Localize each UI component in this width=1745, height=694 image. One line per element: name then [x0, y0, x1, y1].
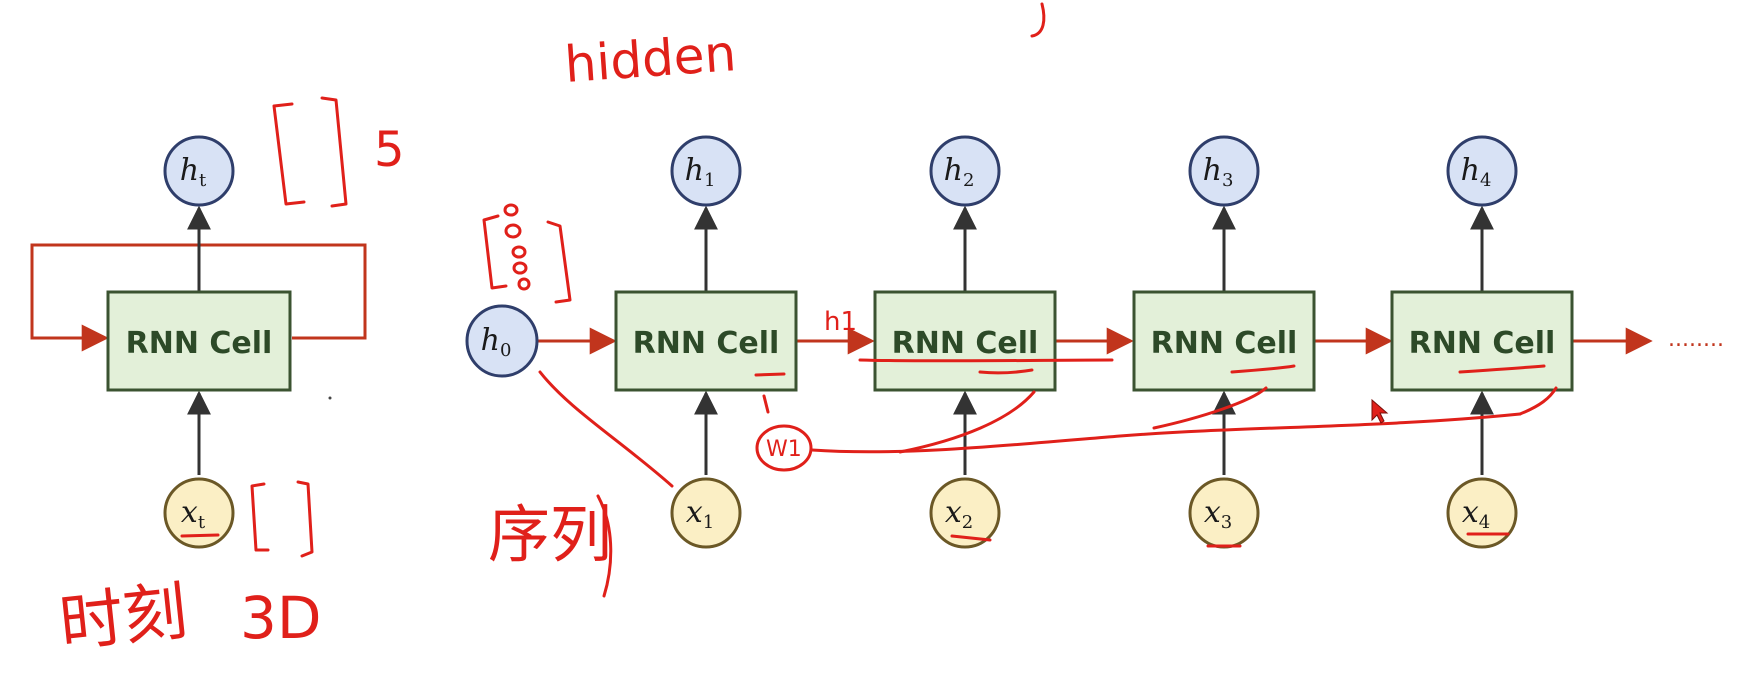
- unrolled-step-2: RNN Cell h2 x2: [873, 135, 1057, 549]
- hidden-node-4-label: h4: [1461, 153, 1492, 191]
- rnn-cell-2: [873, 290, 1057, 392]
- cell2-strike-line: [858, 358, 1114, 363]
- three-d-annotation: 3D: [240, 584, 322, 652]
- timestep-annotation: 时刻: [56, 575, 191, 662]
- cell4-underline: [1458, 364, 1546, 374]
- hidden-node-4: [1446, 135, 1518, 207]
- ht-vector-bracket: [272, 102, 306, 206]
- zero-1: [503, 203, 519, 217]
- shared-weight-to-cell3: [1152, 386, 1268, 430]
- folded-input-label: xt: [181, 495, 206, 533]
- sequence-annotation: 序列: [488, 498, 612, 571]
- h0-sequence-curve: [538, 370, 674, 488]
- rnn-cell-2-label: RNN Cell: [892, 326, 1039, 361]
- input-node-1-label: x1: [686, 495, 714, 533]
- rnn-cell-3-label: RNN Cell: [1151, 326, 1298, 361]
- folded-rnn-cell: [106, 290, 292, 392]
- continuation-dots: ........: [1668, 327, 1724, 352]
- unrolled-rnn: h0 ........ RNN Cell h1 x1: [465, 135, 1724, 549]
- folded-rnn: RNN Cell ht xt: [30, 135, 367, 549]
- xt-underline: [180, 533, 220, 538]
- input-node-4: [1446, 477, 1518, 549]
- zero-2: [504, 223, 522, 239]
- initial-hidden-node: [465, 304, 539, 378]
- shared-weight-to-cell2: [898, 390, 1036, 454]
- h0-zero-vector-bracket-right: [546, 220, 572, 304]
- h1-annotation: h1: [824, 307, 857, 337]
- cell2-underline: [978, 368, 1034, 375]
- hidden-node-3-label: h3: [1203, 153, 1234, 191]
- zero-4: [512, 261, 528, 275]
- folded-hidden-label: ht: [180, 153, 207, 191]
- input-node-1: [670, 477, 742, 549]
- xt-vector-bracket-right: [296, 480, 314, 558]
- size-five-annotation: 5: [374, 122, 405, 178]
- shared-weight-line-main: [810, 412, 1522, 454]
- input-node-3-label: x3: [1204, 495, 1232, 533]
- rnn-cell-1-label: RNN Cell: [633, 326, 780, 361]
- zero-3: [511, 245, 527, 259]
- input-node-2-label: x2: [945, 495, 973, 533]
- rnn-cell-3: [1132, 290, 1316, 392]
- x2-underline: [950, 534, 992, 542]
- cell1-underline: [754, 372, 786, 377]
- mouse-cursor-icon: [1371, 398, 1389, 424]
- w1-circle: [755, 424, 813, 472]
- folded-input-node: [163, 477, 235, 549]
- input-node-2: [929, 477, 1001, 549]
- rnn-cell-4: [1390, 290, 1574, 392]
- hidden-node-1: [670, 135, 742, 207]
- rnn-cell-4-label: RNN Cell: [1409, 326, 1556, 361]
- initial-hidden-label: h0: [481, 323, 512, 361]
- folded-rnn-cell-label: RNN Cell: [126, 326, 273, 361]
- hidden-node-2: [929, 135, 1001, 207]
- xt-vector-bracket: [250, 482, 270, 552]
- unrolled-step-1: RNN Cell h1 x1: [614, 135, 798, 549]
- hidden-node-3: [1188, 135, 1260, 207]
- h0-zero-vector-bracket-left: [482, 214, 508, 290]
- shared-weight-to-cell4: [1518, 386, 1558, 416]
- handwritten-annotations: [180, 2, 1558, 598]
- folded-hidden-node: [163, 135, 235, 207]
- stray-dot: [328, 396, 332, 400]
- input-node-4-label: x4: [1462, 495, 1490, 533]
- handwritten-labels: hidden 5 h1 W1 序列 时刻 3D: [56, 24, 857, 662]
- w1-annotation: W1: [766, 437, 802, 462]
- unrolled-step-4: RNN Cell h4 x4: [1390, 135, 1574, 549]
- cell3-underline: [1230, 364, 1296, 374]
- hidden-annotation: hidden: [563, 24, 738, 94]
- hidden-node-1-label: h1: [685, 153, 716, 191]
- w1-tick: [762, 394, 770, 414]
- top-hook-mark: [1030, 2, 1046, 38]
- zero-5: [517, 277, 531, 291]
- ht-vector-bracket-right: [320, 96, 348, 208]
- unrolled-step-3: RNN Cell h3 x3: [1132, 135, 1316, 549]
- hidden-node-2-label: h2: [944, 153, 975, 191]
- sequence-bracket: [596, 494, 613, 598]
